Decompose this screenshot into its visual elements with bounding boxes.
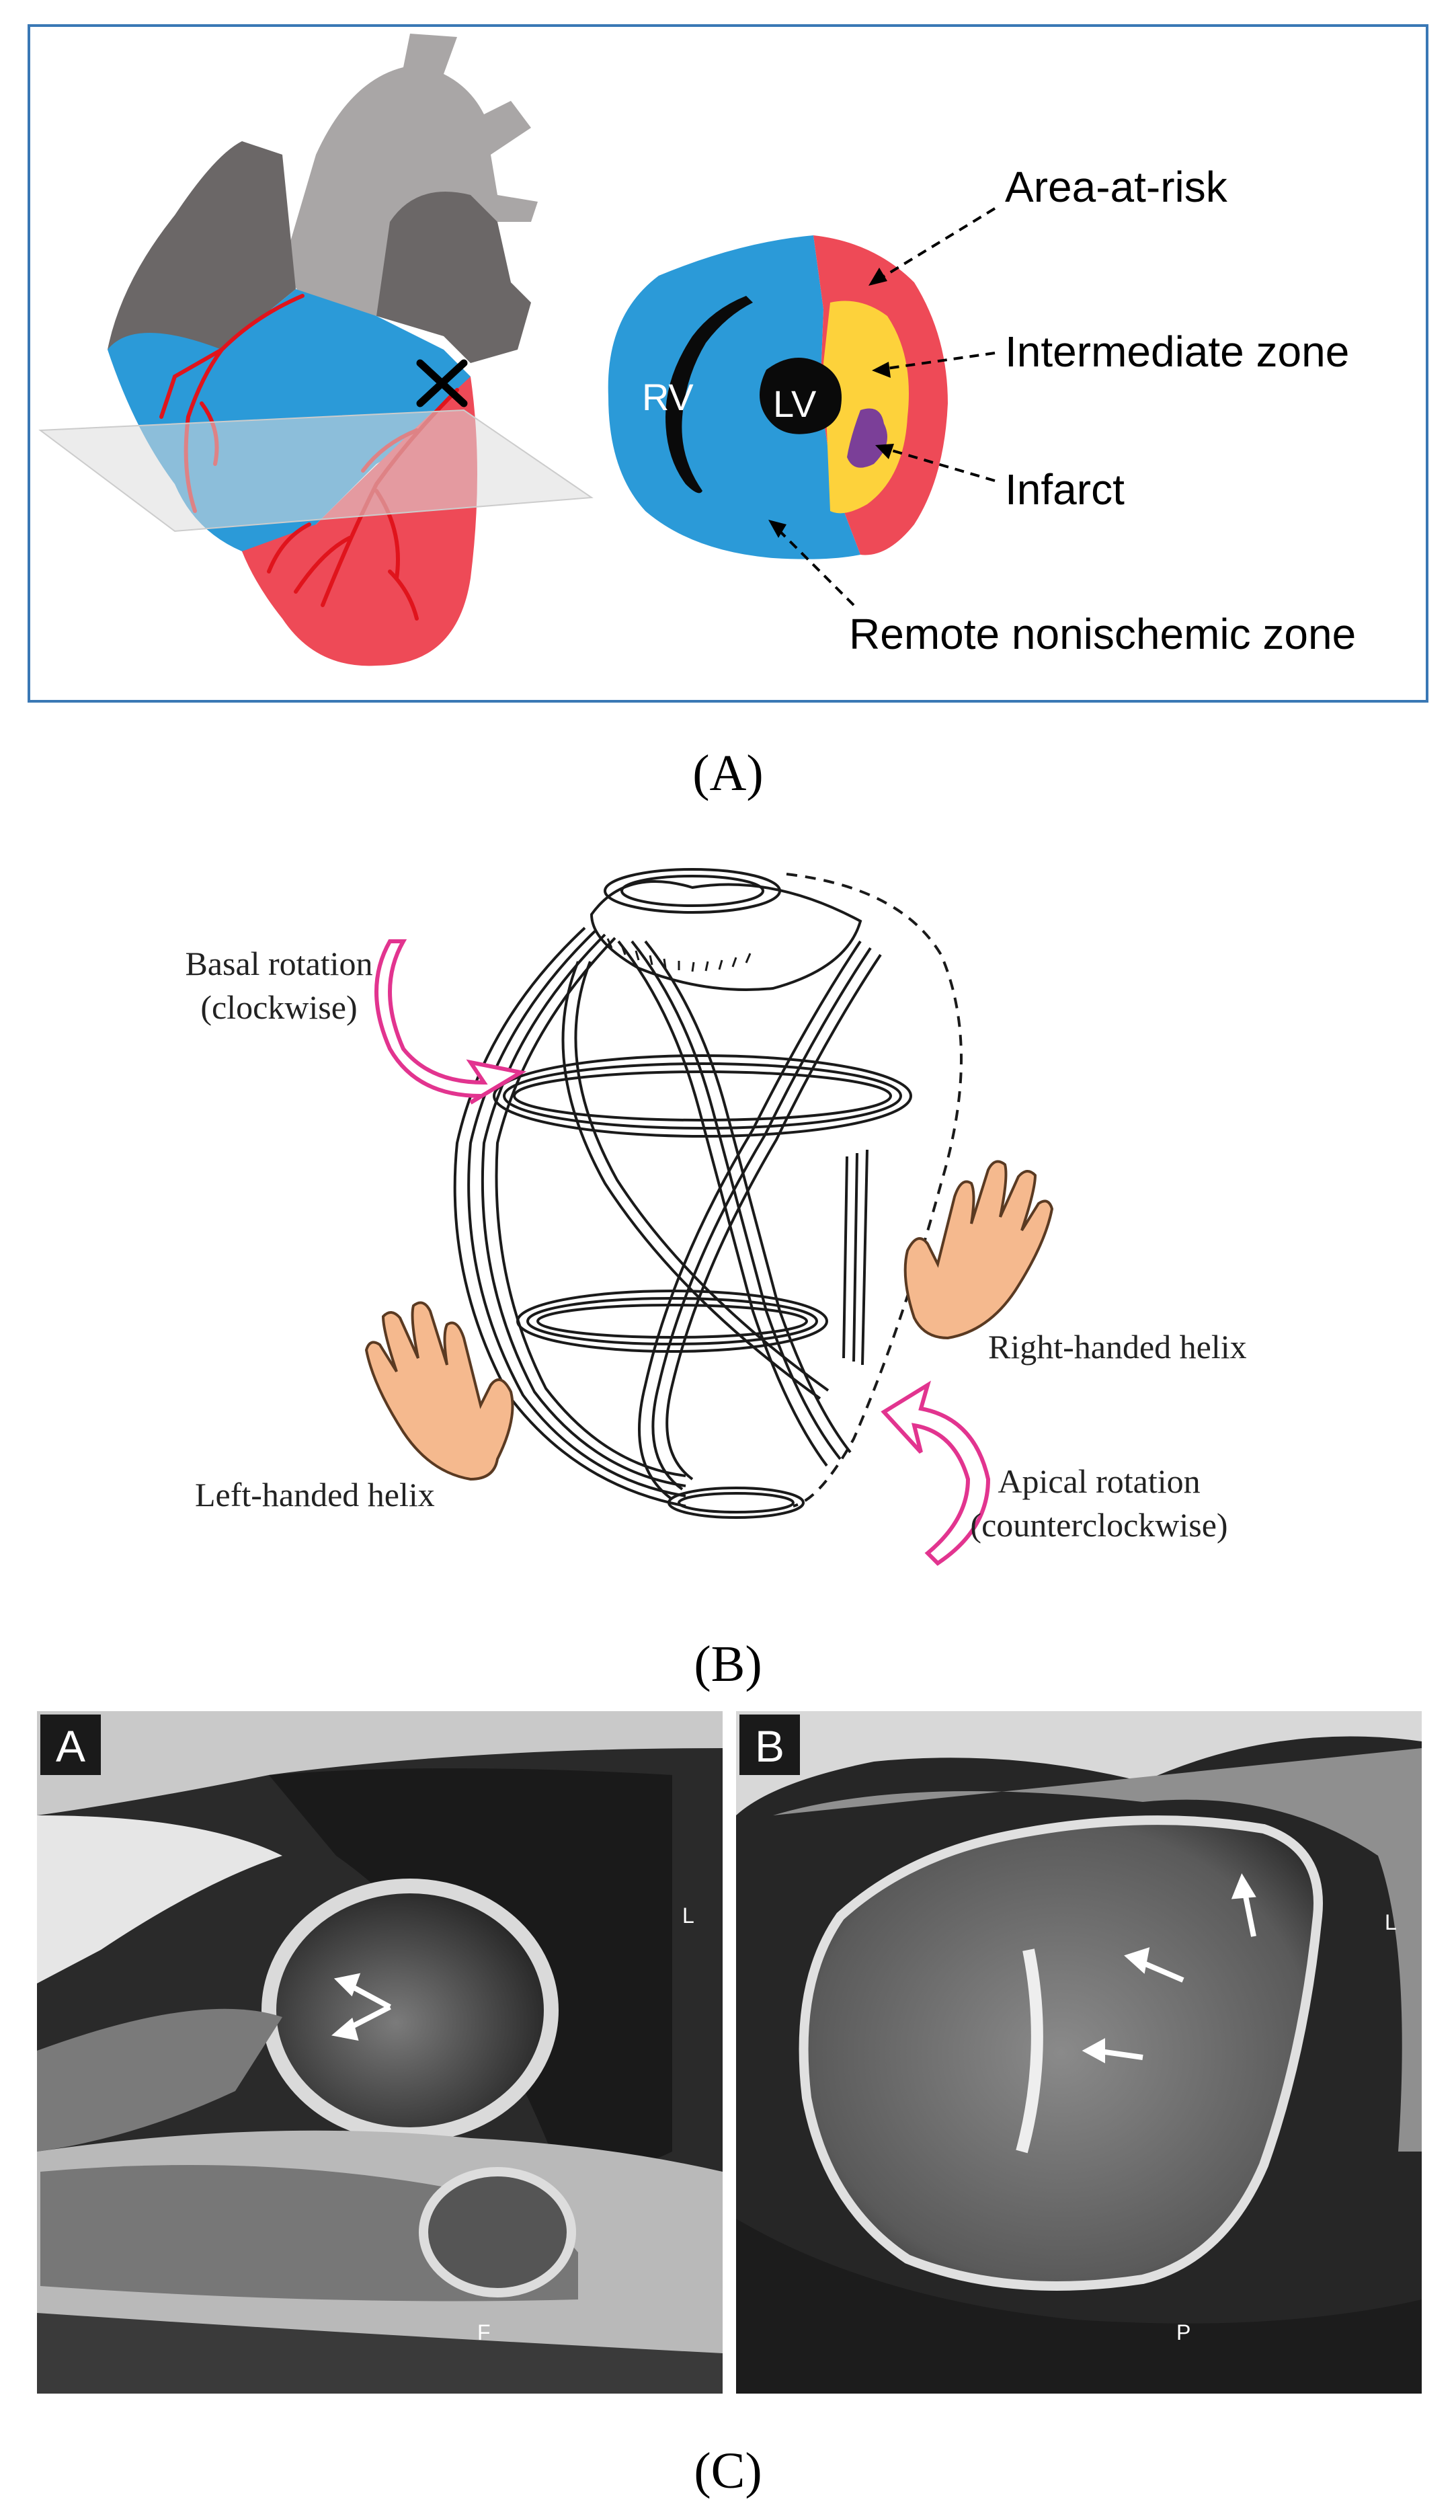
dashed-outline: [786, 873, 963, 1507]
helix-band-outer: [453, 927, 686, 1507]
mri-a-label-box: [40, 1715, 101, 1775]
infarct-label: Infarct: [1005, 465, 1125, 514]
basal-rotation-label-1: Basal rotation: [185, 945, 372, 982]
caption-c: (C): [694, 2443, 762, 2499]
left-hand-icon: [364, 1301, 514, 1481]
slice-infarct: [847, 408, 887, 468]
arrow-intermediate: [877, 352, 996, 371]
four-chamber-heart: [799, 1815, 1323, 2291]
slice-plane: [38, 409, 594, 533]
left-helix-label: Left-handed helix: [195, 1476, 435, 1513]
mri-image-a: A L F: [37, 1711, 723, 2394]
mri-a-marker-l: L: [682, 1903, 694, 1928]
lv-label: LV: [773, 383, 817, 425]
basal-rotation-arrow-icon: [374, 939, 527, 1105]
mri-b-marker-l: L: [1385, 1910, 1397, 1934]
leader-arrowheads: [768, 268, 894, 538]
panel-b: Basal rotation (clockwise) Right-handed …: [185, 868, 1247, 1566]
mri-b-marker-p: P: [1176, 2320, 1190, 2345]
leader-arrows: [772, 207, 996, 606]
aorta-shape: [282, 34, 538, 316]
arrow-area-at-risk: [873, 207, 996, 284]
mri-b-label: B: [755, 1721, 784, 1771]
right-atrium-shape: [108, 141, 296, 350]
mri-b-label-box: [739, 1715, 800, 1775]
right-hand-icon: [903, 1160, 1054, 1340]
helix-band-spiral-3: [561, 961, 821, 1400]
helix-band-spiral-2: [638, 940, 862, 1501]
slice-rv-cavity: [665, 296, 753, 494]
helix-drawing: [453, 868, 963, 1519]
occlusion-x-icon: [416, 359, 468, 407]
caption-b: (B): [694, 1636, 762, 1692]
right-helix-label: Right-handed helix: [988, 1328, 1247, 1366]
apical-rotation-label-2: (counterclockwise): [970, 1506, 1227, 1544]
helix-band-spiral-1: [617, 940, 828, 1467]
mri-a-arrows: [331, 1973, 391, 2041]
short-axis-slice: RV LV: [608, 235, 948, 559]
slice-remote-zone: [608, 235, 860, 559]
remote-zone-label: Remote nonischemic zone: [849, 610, 1356, 658]
rv-label: RV: [642, 376, 694, 418]
panel-c: A L F B L P: [37, 1711, 1422, 2394]
helix-band-right: [842, 1156, 848, 1359]
lv-short-axis-a: [261, 1879, 559, 2142]
apex-coil: [668, 1487, 805, 1519]
basal-rotation-label-2: (clockwise): [200, 988, 357, 1026]
slice-intermediate-zone: [823, 301, 909, 514]
apical-rotation-label-1: Apical rotation: [998, 1462, 1200, 1500]
arrow-remote: [772, 523, 855, 606]
pulmonary-artery-shape: [376, 192, 531, 363]
panel-a: RV LV Area-at-risk Intermediate zone Inf…: [28, 24, 1428, 703]
apical-rotation-arrow-icon: [881, 1380, 991, 1566]
mri-b-arrows: [1082, 1873, 1256, 2063]
area-at-risk-label: Area-at-risk: [1005, 163, 1228, 211]
slice-lv-cavity: [760, 358, 842, 434]
mri-image-b: B L P: [736, 1711, 1422, 2394]
caption-a: (A): [692, 745, 764, 801]
heart-illustration: [38, 34, 594, 666]
arrow-infarct: [880, 446, 996, 482]
intermediate-zone-label: Intermediate zone: [1005, 327, 1349, 376]
low-ring: [516, 1290, 828, 1353]
mri-a-label: A: [56, 1721, 85, 1771]
mri-a-marker-f: F: [477, 2320, 491, 2345]
mid-ring: [493, 1054, 912, 1138]
